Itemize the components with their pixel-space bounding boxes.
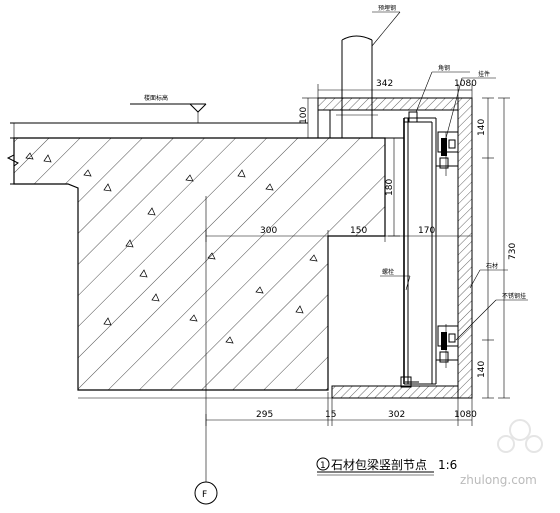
- title-number: 1: [320, 461, 326, 471]
- label-mid-left: 螺栓: [382, 268, 394, 276]
- axis-line: [194, 196, 218, 505]
- axis-label: F: [202, 490, 207, 500]
- dim-100-label: 100: [299, 107, 309, 124]
- steel-frame: [380, 117, 437, 385]
- dim-15: 15: [325, 410, 336, 420]
- dim-right: [482, 97, 510, 399]
- label-bot-right: 不锈钢挂: [502, 292, 526, 300]
- bottom-clip: [436, 324, 459, 368]
- dim-730: 730: [508, 243, 518, 260]
- watermark-text: zhulong.com: [460, 473, 537, 487]
- leader-lines: [371, 11, 528, 341]
- top-clip: [436, 131, 459, 176]
- dim-140-top: 140: [477, 119, 487, 136]
- label-bolt-top: 角钢: [438, 64, 450, 72]
- label-top-pipe: 预埋钢: [378, 4, 396, 12]
- label-top-right: 挂件: [478, 70, 490, 78]
- dim-170: 170: [418, 226, 435, 236]
- dim-342: 342: [376, 79, 393, 89]
- dim-100: [302, 97, 318, 139]
- steel-post: [336, 35, 378, 139]
- dim-295: 295: [256, 410, 273, 420]
- dim-1080-bot: 1080: [454, 410, 477, 420]
- floor-level-label: 楼面标高: [144, 94, 168, 102]
- dim-150: 150: [350, 226, 367, 236]
- dim-302: 302: [388, 410, 405, 420]
- anchor-bolts: [400, 111, 419, 388]
- dim-1080-top: 1080: [454, 79, 477, 89]
- dim-140-bot: 140: [477, 361, 487, 378]
- stone-top-panel: [317, 97, 473, 399]
- watermark-logo: [497, 419, 543, 453]
- dim-top: [317, 84, 473, 98]
- concrete-beam: [6, 122, 386, 391]
- dim-300: 300: [260, 226, 277, 236]
- floor-level-marker: [130, 103, 207, 123]
- title-text: 石材包梁竖剖节点: [331, 457, 427, 472]
- label-mid-right: 石材: [486, 262, 498, 270]
- dim-180-label: 180: [385, 179, 395, 196]
- title-scale: 1:6: [438, 458, 457, 472]
- aggregate-marks: [25, 152, 318, 344]
- drawing-title: [316, 457, 434, 476]
